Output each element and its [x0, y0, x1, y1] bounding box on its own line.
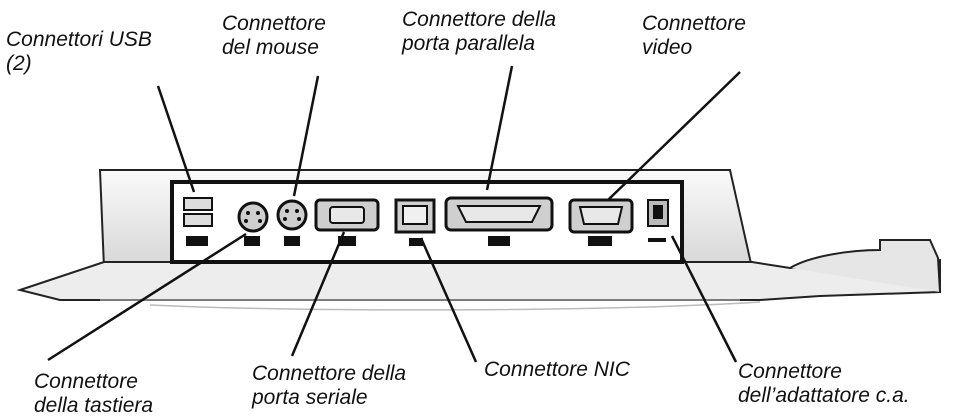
usb-connectors [183, 197, 213, 246]
keyboard-connector [237, 201, 269, 246]
callout-nic [419, 237, 478, 363]
callout-ac [670, 235, 738, 363]
ac-adapter-connector [647, 199, 669, 242]
callout-lines [47, 65, 741, 363]
callout-usb [156, 85, 196, 193]
callout-serial [290, 231, 346, 357]
label-nic-connector: Connettore NIC [484, 358, 630, 381]
callout-mouse [292, 75, 320, 197]
nic-connector [394, 198, 436, 246]
mouse-connector [276, 199, 308, 246]
callout-parallel [485, 65, 514, 191]
label-usb-connectors: Connettori USB(2) [6, 28, 152, 75]
callout-keyboard [47, 232, 247, 362]
video-connector [568, 198, 634, 246]
callout-video [607, 71, 741, 201]
serial-connector [314, 198, 380, 246]
parallel-connector [444, 196, 554, 246]
